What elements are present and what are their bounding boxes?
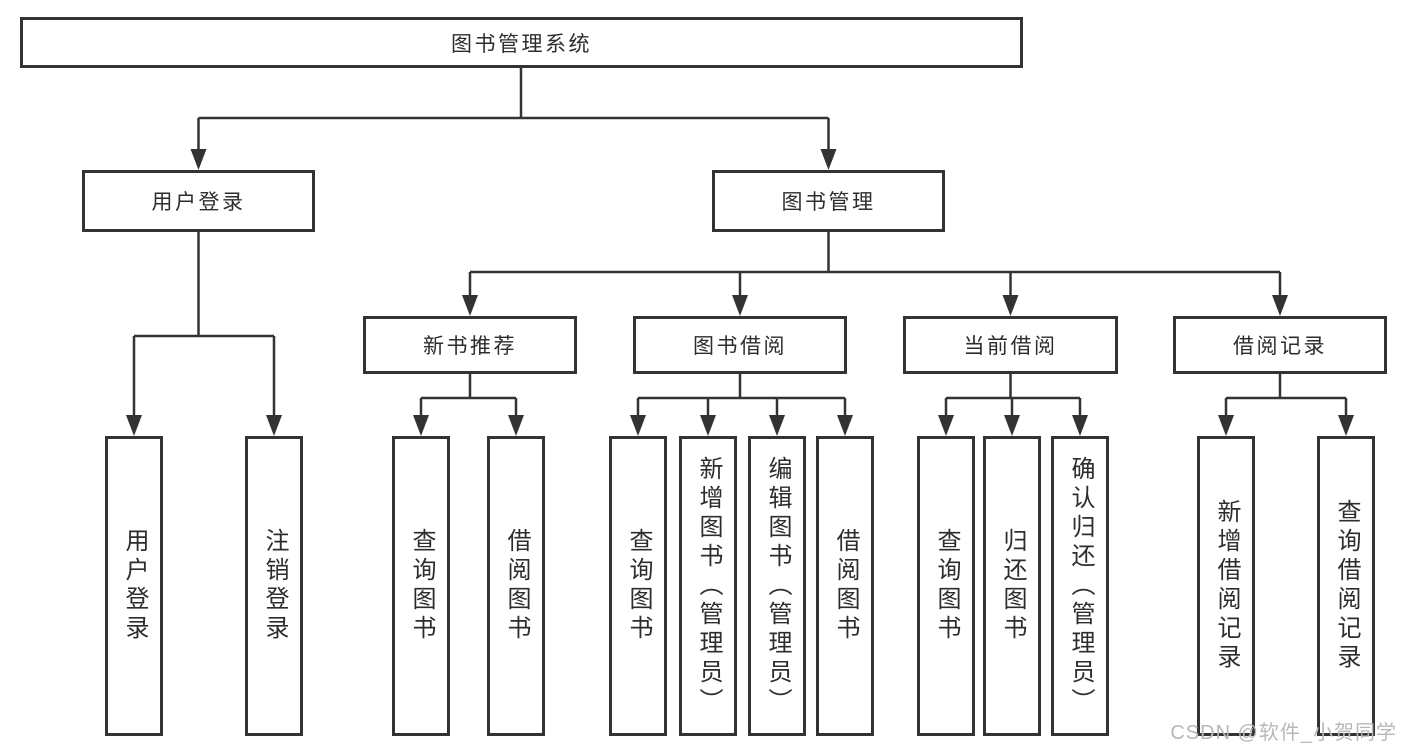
leaf-logout: 注销登录	[245, 436, 303, 736]
arrow-down-icon	[1002, 295, 1019, 316]
node-new-book-recommendation: 新书推荐	[363, 316, 577, 374]
arrow-down-icon	[1004, 415, 1020, 436]
leaf-add-borrow-record: 新增借阅记录	[1197, 436, 1255, 736]
node-user-login: 用户登录	[82, 170, 315, 232]
watermark: CSDN @软件_小贺同学	[1170, 722, 1397, 744]
arrow-down-icon	[462, 295, 478, 316]
arrow-down-icon	[700, 415, 716, 436]
arrow-down-icon	[1272, 295, 1288, 316]
leaf-query-books-recommend: 查询图书	[392, 436, 450, 736]
connector-new-book-recommendation-children	[419, 374, 518, 418]
arrow-down-icon	[413, 415, 429, 436]
node-root: 图书管理系统	[20, 17, 1023, 68]
connector-book-management-sections	[468, 232, 1282, 298]
node-current-borrowing: 当前借阅	[903, 316, 1118, 374]
leaf-confirm-return-admin: 确认归还（管理员）	[1051, 436, 1109, 736]
leaf-borrow-books-borrowing: 借阅图书	[816, 436, 874, 736]
connector-paths	[132, 68, 1348, 418]
leaf-user-login: 用户登录	[105, 436, 163, 736]
leaf-query-borrow-record: 查询借阅记录	[1317, 436, 1375, 736]
arrow-down-icon	[732, 295, 748, 316]
connector-borrowing-records-children	[1224, 374, 1348, 418]
node-book-management: 图书管理	[712, 170, 945, 232]
leaf-borrow-books-recommend: 借阅图书	[487, 436, 545, 736]
arrow-down-icon	[837, 415, 853, 436]
connector-current-borrowing-children	[944, 374, 1082, 418]
arrow-down-icon	[126, 415, 142, 436]
leaf-return-books: 归还图书	[983, 436, 1041, 736]
arrow-down-icon	[266, 415, 282, 436]
arrow-down-icon	[1338, 415, 1354, 436]
arrow-down-icon	[820, 149, 837, 170]
arrow-down-icon	[630, 415, 646, 436]
arrow-down-icon	[508, 415, 524, 436]
leaf-query-books-current: 查询图书	[917, 436, 975, 736]
arrow-down-icon	[1218, 415, 1234, 436]
arrow-down-icon	[769, 415, 785, 436]
leaf-add-books-admin: 新增图书（管理员）	[679, 436, 737, 736]
node-book-borrowing: 图书借阅	[633, 316, 847, 374]
arrowhead-icons	[126, 149, 1354, 436]
connector-root-to-level2	[197, 68, 830, 152]
connector-user-login-children	[132, 232, 276, 418]
node-borrowing-records: 借阅记录	[1173, 316, 1387, 374]
leaf-edit-books-admin: 编辑图书（管理员）	[748, 436, 806, 736]
arrow-down-icon	[1072, 415, 1088, 436]
leaf-query-books-borrowing: 查询图书	[609, 436, 667, 736]
arrow-down-icon	[938, 415, 954, 436]
connector-book-borrowing-children	[636, 374, 847, 418]
arrow-down-icon	[190, 149, 207, 170]
